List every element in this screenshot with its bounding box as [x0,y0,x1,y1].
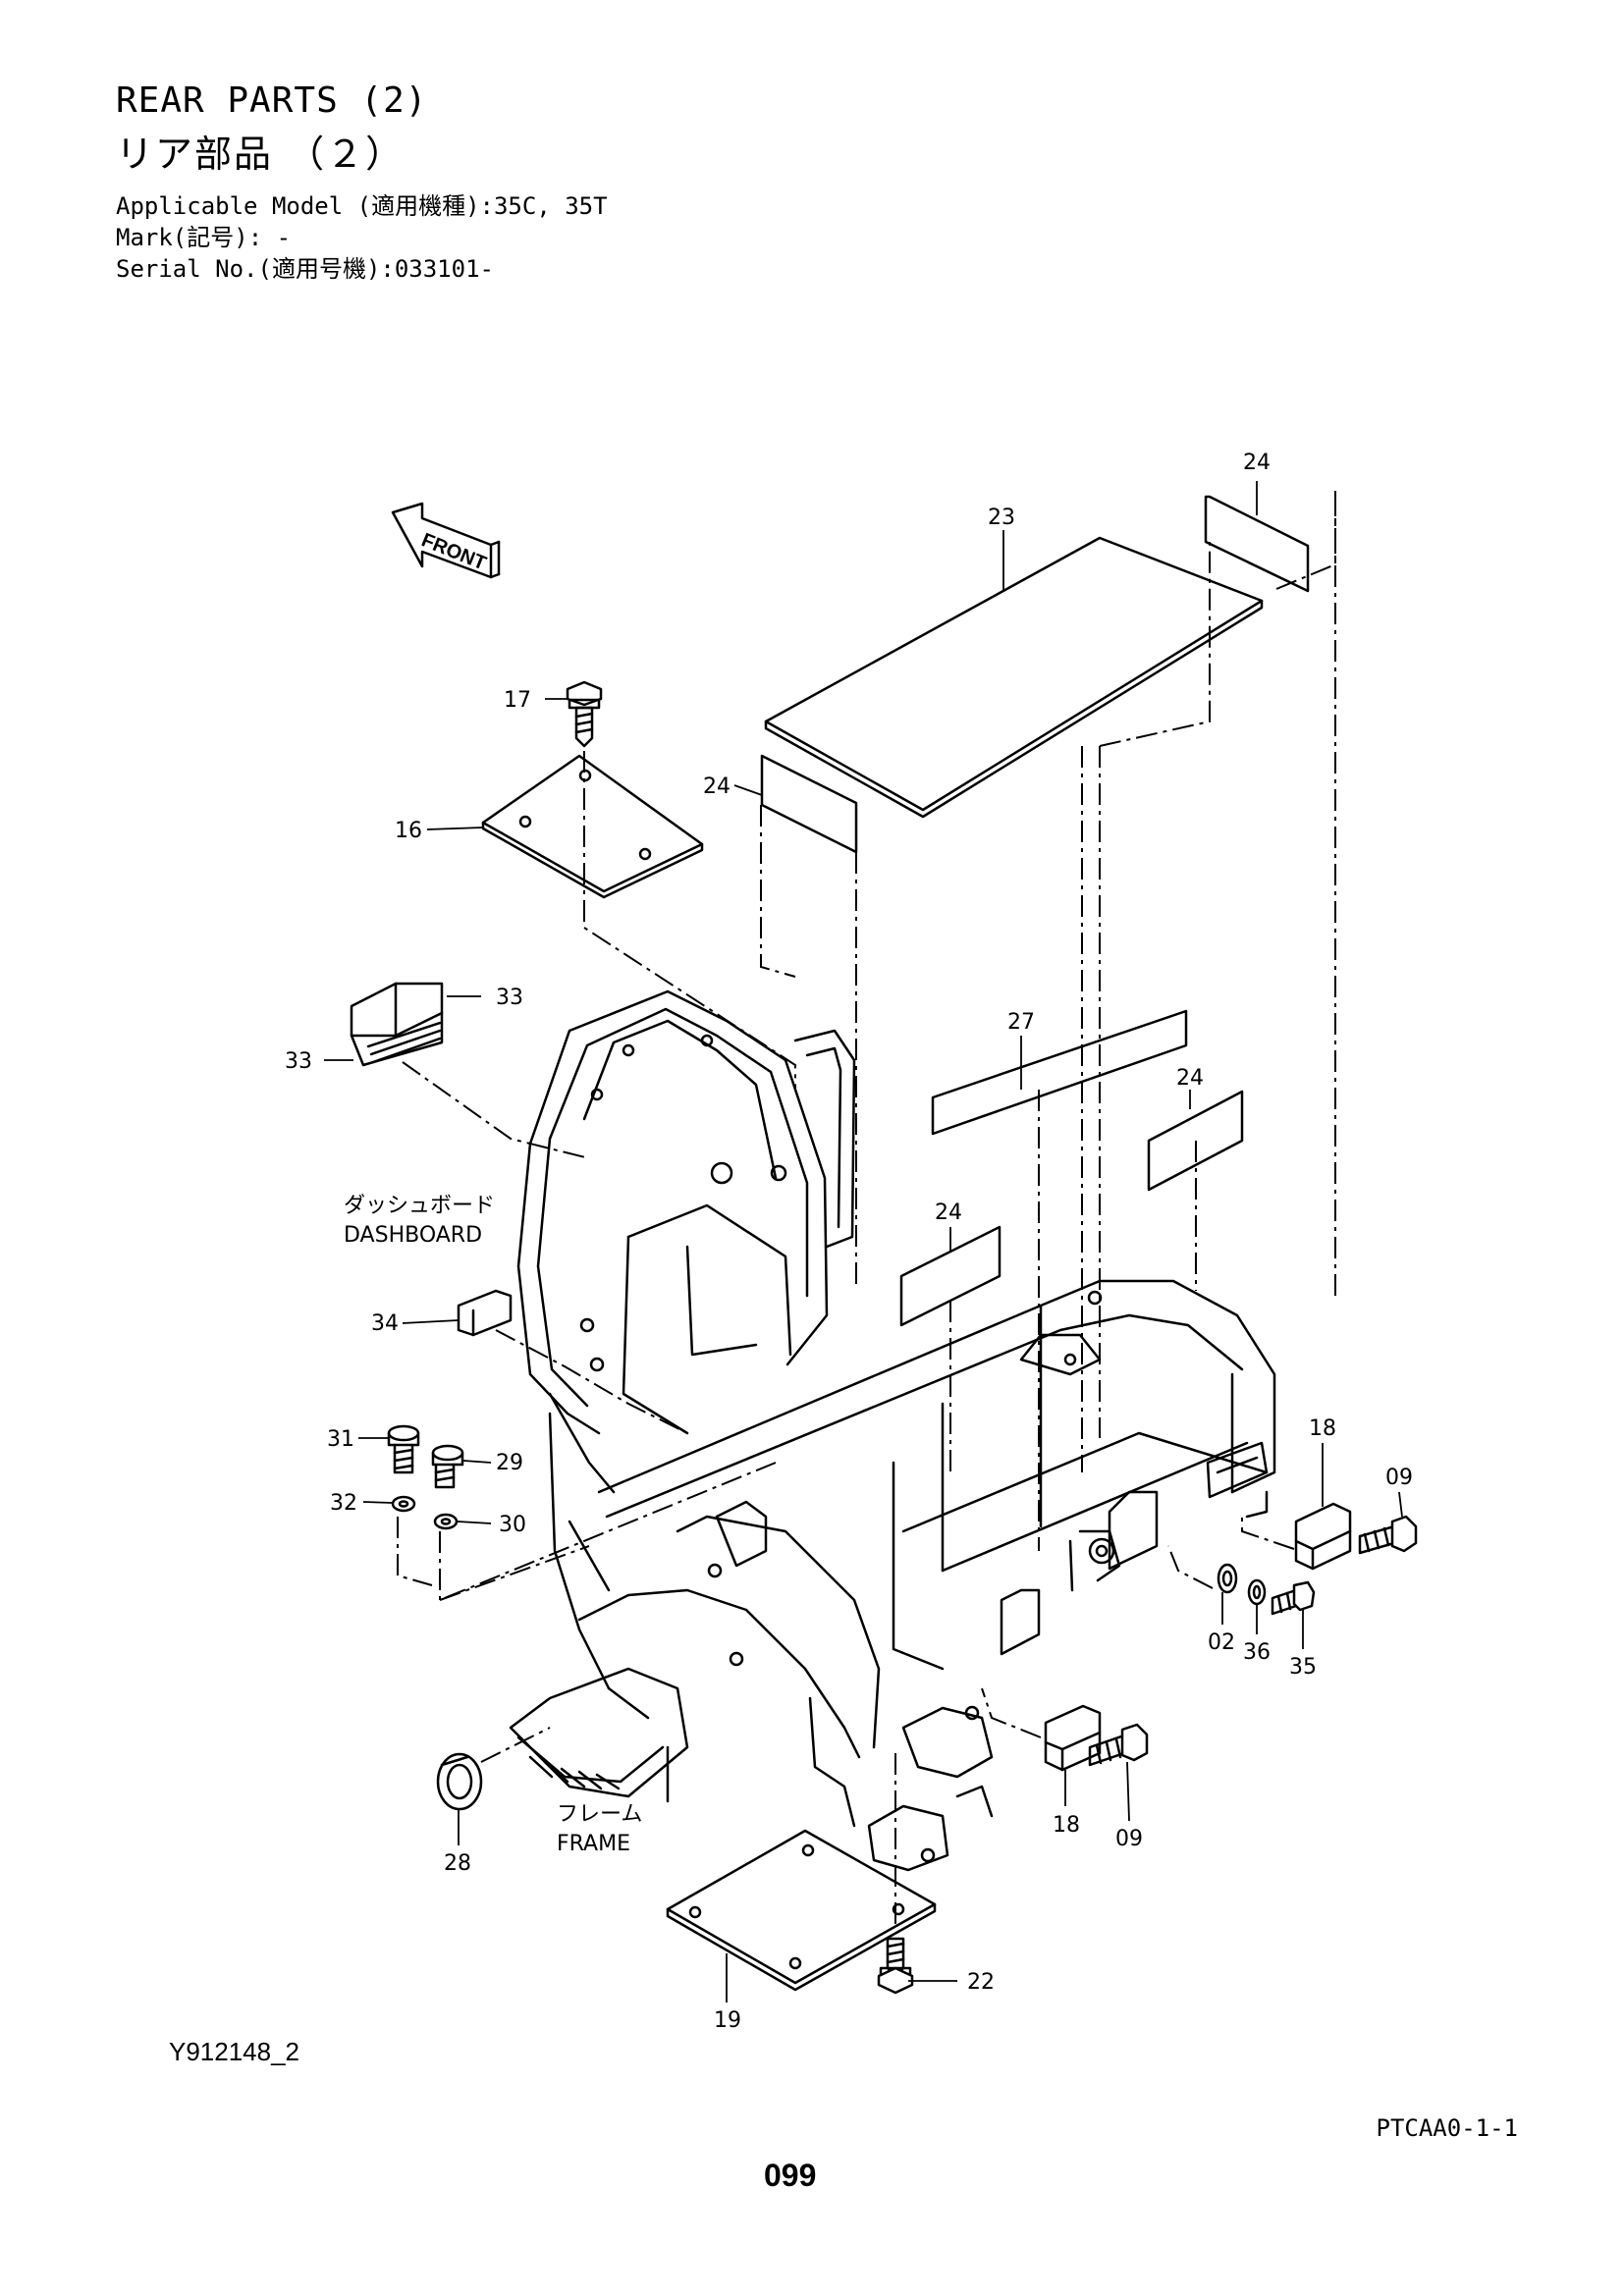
callout-23: 23 [988,506,1015,530]
part-09-bolt-lower-icon [1088,1723,1149,1767]
callout-33: 33 [496,986,523,1010]
part-16-cover-plate [481,754,704,899]
figure-id: Y912148_2 [169,2037,300,2066]
part-31-bolt-icon [387,1424,420,1474]
applicable-model: Applicable Model (適用機種):35C, 35T [116,192,608,220]
serial-number: Serial No.(適用号機):033101- [116,255,494,283]
part-27-strip [931,1009,1188,1136]
frame-body [597,1279,1276,1671]
page-code: PTCAA0-1-1 [1376,2114,1519,2142]
part-34-block [457,1289,513,1337]
callout-17: 17 [504,688,531,713]
part-18-bracket-lower [1044,1704,1102,1772]
part-19-floor-plate [666,1829,937,1992]
callout-34: 34 [371,1311,399,1336]
part-22-bolt-icon [877,1937,914,1995]
part-02-washer [1217,1563,1238,1594]
frame-label-ja: フレーム [557,1802,642,1827]
callout-02: 02 [1208,1630,1235,1655]
title-english: REAR PARTS (2) [116,80,428,121]
callout-30: 30 [499,1513,526,1537]
callout-19: 19 [714,2008,741,2033]
frame-label-en: FRAME [557,1832,630,1856]
part-29-bolt-icon [431,1444,464,1489]
callout-16: 16 [395,819,422,843]
part-33-blocks [350,982,444,1067]
part-17-bolt-icon [566,680,603,748]
dashboard-label-en: DASHBOARD [344,1223,482,1248]
part-24-pad-top [1204,495,1310,593]
callout-18: 18 [1053,1813,1080,1838]
callout-28: 28 [444,1851,471,1876]
part-30-washer [433,1513,459,1530]
callout-31: 31 [327,1427,354,1452]
part-36-washer [1247,1578,1267,1606]
frame-base [509,1412,994,1872]
callout-24: 24 [1176,1066,1204,1091]
part-28-grommet [436,1752,483,1811]
page-number: 099 [764,2158,817,2193]
mark: Mark(記号): - [116,224,292,251]
part-24-pad-right [1147,1090,1244,1192]
dashboard-assembly [516,989,856,1494]
callout-22: 22 [967,1970,995,1995]
callout-09: 09 [1385,1466,1413,1490]
callout-29: 29 [496,1451,523,1475]
part-09-bolt-upper-icon [1358,1515,1418,1555]
callout-33: 33 [285,1049,312,1074]
callout-36: 36 [1243,1640,1271,1665]
part-23-mat [764,536,1264,819]
dashboard-label-ja: ダッシュボード [344,1194,495,1218]
front-arrow-icon [391,502,501,579]
part-18-bracket-upper [1294,1502,1352,1571]
callout-18: 18 [1309,1416,1336,1441]
part-24-pad-mid [899,1225,1001,1327]
callout-24: 24 [703,774,731,799]
title-japanese: リア部品 （２） [116,133,406,176]
callout-35: 35 [1289,1655,1317,1680]
part-35-bolt-icon [1271,1580,1316,1616]
callout-24: 24 [935,1201,962,1225]
callout-09: 09 [1115,1827,1143,1851]
callout-27: 27 [1007,1010,1035,1035]
part-32-washer [391,1495,416,1513]
callout-24: 24 [1243,451,1271,475]
callout-32: 32 [330,1491,357,1516]
